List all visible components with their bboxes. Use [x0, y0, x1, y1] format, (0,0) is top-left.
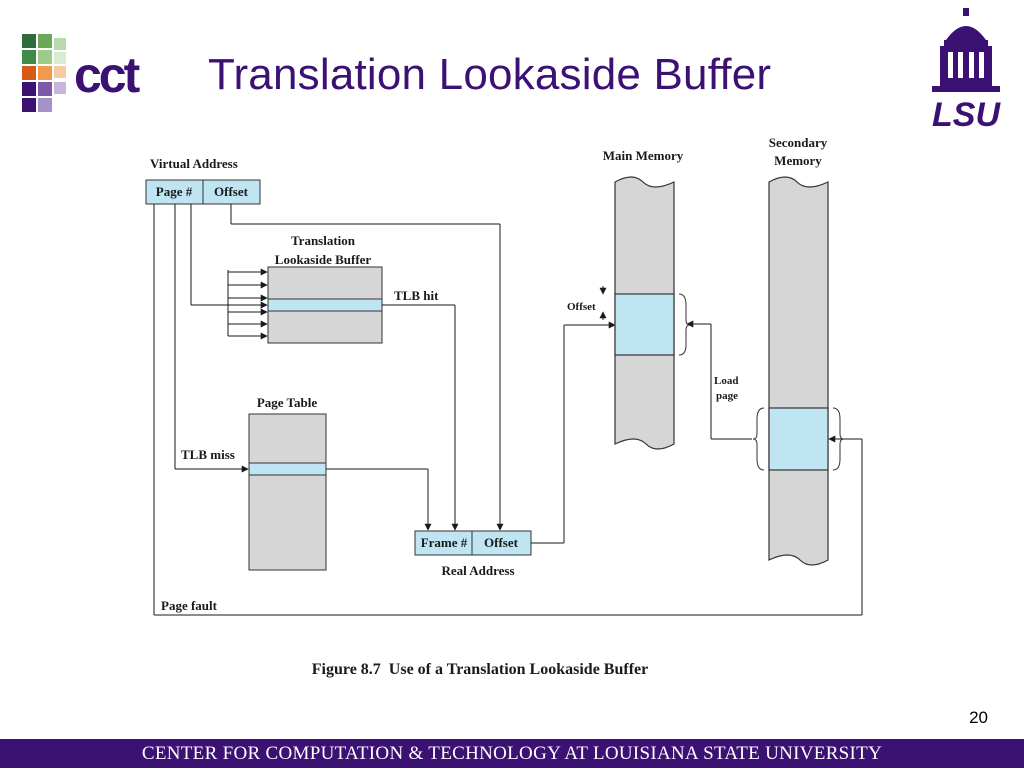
page-table-label: Page Table	[257, 395, 318, 410]
secondary-memory-box	[768, 176, 829, 566]
slide-number: 20	[969, 708, 988, 727]
figure-caption: Figure 8.7 Use of a Translation Lookasid…	[312, 661, 648, 678]
tlb-label-line1: Translation	[291, 233, 356, 248]
cct-logo: cct	[22, 34, 144, 112]
load-page-label-2: page	[716, 390, 738, 402]
frame-number-field: Frame #	[421, 535, 468, 550]
slide-title: Translation Lookaside Buffer	[208, 50, 772, 99]
secondary-memory-brace-left	[752, 407, 765, 471]
main-memory-brace	[678, 293, 691, 356]
secondary-memory-label-1: Secondary	[769, 135, 828, 150]
real-address-label: Real Address	[441, 563, 514, 578]
secondary-memory-label-2: Memory	[774, 153, 822, 168]
tlb-label-line2: Lookaside Buffer	[275, 252, 372, 267]
footer-bar: CENTER FOR COMPUTATION & TECHNOLOGY AT L…	[0, 739, 1024, 768]
tlb-hit-row	[267, 298, 383, 312]
page-number-field: Page #	[156, 184, 193, 199]
secondary-memory-page	[768, 407, 829, 471]
lsu-logo-text: LSU	[932, 96, 1001, 132]
connector-lines	[153, 204, 863, 616]
real-address-box	[414, 530, 532, 556]
page-table-entry	[248, 462, 327, 476]
tlb-parallel-arrows	[190, 204, 268, 340]
lsu-logo: LSU	[932, 8, 1001, 132]
cct-logo-text: cct	[74, 47, 141, 103]
cct-logo-grid	[22, 34, 66, 112]
main-memory-label: Main Memory	[603, 148, 684, 163]
page-fault-label: Page fault	[161, 598, 218, 613]
tlb-miss-label: TLB miss	[181, 447, 235, 462]
page-table-box	[248, 413, 327, 571]
secondary-memory-brace-right	[832, 407, 845, 471]
main-memory-frame	[614, 293, 675, 356]
virtual-address-label: Virtual Address	[150, 156, 238, 171]
real-offset-field: Offset	[484, 535, 519, 550]
offset-small-label: Offset	[567, 301, 596, 313]
tlb-hit-label: TLB hit	[394, 288, 439, 303]
offset-field: Offset	[214, 184, 249, 199]
load-page-label-1: Load	[714, 375, 738, 387]
